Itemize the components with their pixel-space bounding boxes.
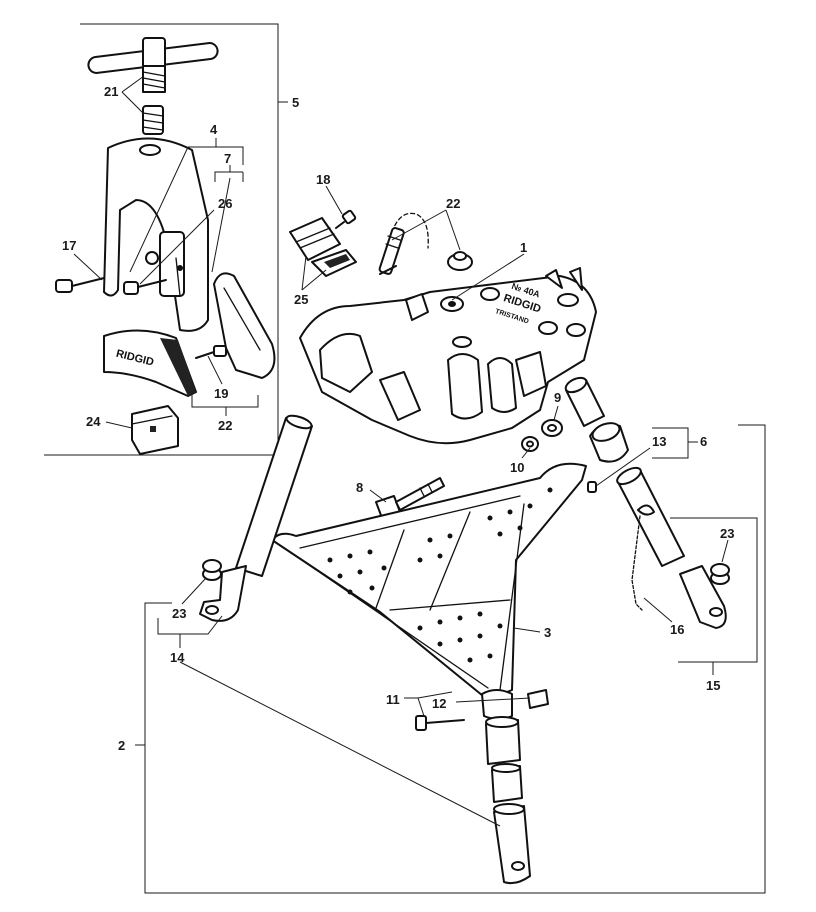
callout-13: 13 <box>652 434 666 449</box>
leg-cap-23-right-part <box>710 563 730 585</box>
callout-9: 9 <box>554 390 561 405</box>
callout-5: 5 <box>292 95 299 110</box>
group-frame-2 <box>135 424 766 894</box>
callout-19: 19 <box>214 386 228 401</box>
callout-6: 6 <box>700 434 707 449</box>
group-frame-15 <box>670 517 758 675</box>
callout-21: 22 <box>446 196 460 211</box>
clamp-plate-part <box>213 272 276 379</box>
callout-24: 24 <box>86 414 101 429</box>
callout-8: 8 <box>356 480 363 495</box>
swivel-13-part <box>587 422 629 493</box>
callout-11: 11 <box>386 692 400 707</box>
callout-1: 1 <box>520 240 527 255</box>
callout-23-right: 23 <box>720 526 734 541</box>
chain-16-part <box>631 504 655 611</box>
leg-cap-23-left-part <box>202 559 222 581</box>
shoe-part <box>289 217 357 277</box>
callout-2: 2 <box>118 738 125 753</box>
bolt-26-part <box>123 279 167 295</box>
callout-22: 22 <box>218 418 232 433</box>
t-handle-screw-part <box>87 37 219 135</box>
screw-19-part <box>195 345 227 359</box>
clip-12-part <box>481 689 549 720</box>
callout-10: 10 <box>510 460 524 475</box>
pin-11-part <box>415 715 465 731</box>
callout-23-left: 23 <box>172 606 186 621</box>
callout-3: 3 <box>544 625 551 640</box>
screw-18-part <box>335 209 357 229</box>
leg-2-part <box>485 716 531 885</box>
callout-12: 12 <box>432 696 446 711</box>
yoke-part <box>103 137 209 332</box>
callout-4: 4 <box>210 122 218 137</box>
nut-10-part <box>521 419 563 452</box>
tristand-head-part: № 40A RIDGID TRISTAND <box>299 267 597 445</box>
bolt-17-part <box>55 277 105 293</box>
leader-lines <box>73 75 729 827</box>
callout-14: 14 <box>170 650 185 665</box>
callout-25: 25 <box>294 292 308 307</box>
callout-17: 17 <box>62 238 76 253</box>
leg-15-part <box>616 466 727 629</box>
group-frame-5 <box>44 23 288 456</box>
jaw-part: RIDGID <box>103 329 197 397</box>
leg-14-part <box>199 414 313 622</box>
callout-20: 21 <box>104 84 118 99</box>
pin-21-part <box>378 212 429 275</box>
callout-26: 26 <box>218 196 232 211</box>
callout-labels: 21 4 7 5 26 17 18 22 1 25 19 22 24 9 10 … <box>62 84 734 753</box>
callout-7: 7 <box>224 151 231 166</box>
cap-21-part <box>447 251 473 271</box>
callout-15: 15 <box>706 678 720 693</box>
tray-part <box>271 462 587 701</box>
callout-16: 16 <box>670 622 684 637</box>
tray-holes <box>327 487 553 663</box>
callout-18: 18 <box>316 172 330 187</box>
jaw-insert-part <box>131 405 179 455</box>
bushing-9-part <box>564 376 605 427</box>
